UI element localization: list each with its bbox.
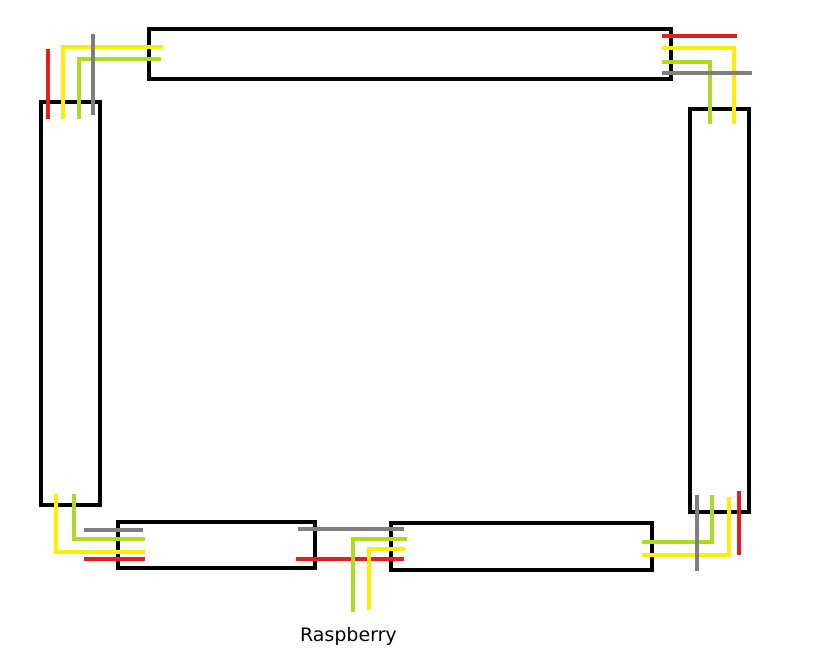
led-strip-right xyxy=(688,107,751,514)
wire-green-bottom-left xyxy=(72,494,145,541)
led-strip-left xyxy=(39,100,102,507)
wire-yellow-top-right xyxy=(662,46,736,124)
wire-yellow-raspberry xyxy=(367,547,405,610)
wire-yellow-bottom-left xyxy=(54,494,145,554)
wire-green-top-left xyxy=(77,57,161,119)
wire-yellow-bottom-right xyxy=(642,497,731,557)
wire-green-top-right xyxy=(662,60,712,124)
wire-yellow-top-left xyxy=(61,45,163,119)
wire-green-raspberry xyxy=(351,537,407,612)
led-strip-bottom-right xyxy=(389,521,654,572)
led-strip-bottom-left xyxy=(116,520,317,570)
raspberry-label: Raspberry xyxy=(300,624,397,646)
led-strip-top xyxy=(147,27,673,81)
wire-green-bottom-right xyxy=(642,495,714,544)
